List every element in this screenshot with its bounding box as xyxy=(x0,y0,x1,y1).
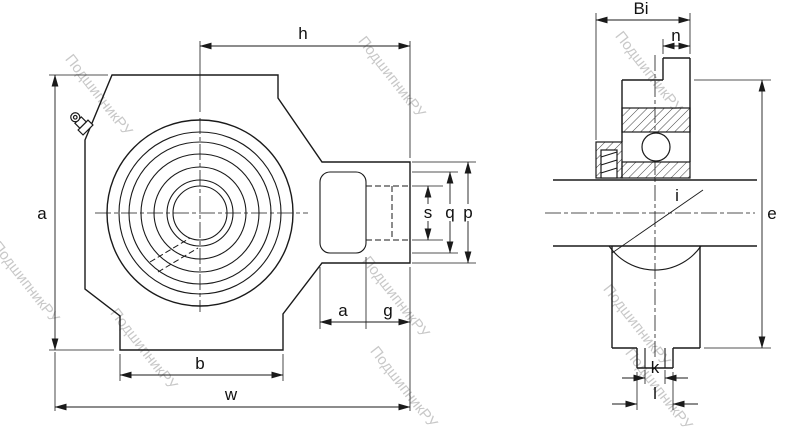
dim-label-p: p xyxy=(463,203,472,222)
dim-label-b: b xyxy=(195,354,204,373)
label-bg xyxy=(420,204,436,221)
front-view: h a s q p xyxy=(37,24,476,411)
dim-e: e xyxy=(694,79,777,349)
dim-label-s: s xyxy=(424,203,433,222)
dim-h: h xyxy=(199,24,411,158)
dim-label-n: n xyxy=(671,26,680,45)
side-view: i Bi n e k xyxy=(545,0,777,410)
outer-ring-section xyxy=(621,107,691,133)
dim-label-g: g xyxy=(383,301,392,320)
lower-housing xyxy=(608,245,702,369)
dim-i: i xyxy=(611,186,704,254)
dim-k: k xyxy=(622,358,688,384)
dim-Bi: Bi xyxy=(595,0,691,140)
label-bg xyxy=(442,204,458,221)
dim-label-a-base: a xyxy=(338,301,348,320)
watermark: ПодшипникРУ xyxy=(355,33,429,121)
housing-outline xyxy=(84,74,411,351)
dim-w: w xyxy=(54,352,411,411)
dim-label-h: h xyxy=(298,24,307,43)
watermarks: ПодшипникРУ ПодшипникРУ ПодшипникРУ Подш… xyxy=(0,28,696,433)
set-screw xyxy=(600,149,618,179)
housing-bore-circle xyxy=(608,245,702,271)
watermark: ПодшипникРУ xyxy=(0,238,63,326)
ball xyxy=(641,132,671,162)
dim-label-i: i xyxy=(675,186,679,205)
dim-a-overall: a xyxy=(37,74,114,351)
dim-n: n xyxy=(662,26,691,54)
dim-a-g: a g xyxy=(319,257,411,411)
dim-p: p xyxy=(412,161,476,264)
hidden-setscrew-line xyxy=(149,237,191,263)
dim-l: l xyxy=(612,372,698,410)
dim-label-a-overall: a xyxy=(37,204,47,223)
inner-ring-section xyxy=(621,161,691,179)
dim-label-q: q xyxy=(445,203,454,222)
grease-fitting-icon xyxy=(70,112,94,136)
dim-b: b xyxy=(119,354,284,381)
hidden-setscrew-line xyxy=(157,247,199,273)
dim-label-Bi: Bi xyxy=(633,0,648,18)
watermark: ПодшипникРУ xyxy=(62,51,136,139)
dim-label-e: e xyxy=(767,204,776,223)
watermark: ПодшипникРУ xyxy=(359,253,433,341)
dim-q: q xyxy=(412,171,458,254)
dim-label-w: w xyxy=(224,385,238,404)
dim-label-l: l xyxy=(653,384,657,403)
dim-s: s xyxy=(412,185,443,241)
label-bg xyxy=(460,204,476,221)
watermark: ПодшипникРУ xyxy=(367,343,441,431)
bearing-section xyxy=(595,107,691,179)
dim-label-k: k xyxy=(651,358,660,377)
slide-slot xyxy=(319,171,367,254)
